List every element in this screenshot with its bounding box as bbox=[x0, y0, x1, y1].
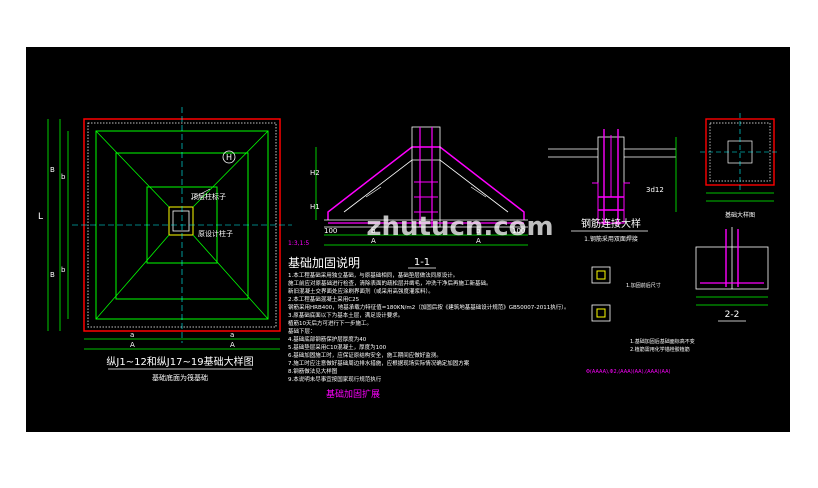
notes-item-9: 4.基础底部钢筋保护层厚度为40 bbox=[288, 335, 367, 343]
notes-item-13: 8.钢筋做法见大样图 bbox=[288, 367, 338, 375]
section11-note: 1:3,1:5 bbox=[288, 240, 309, 247]
notes-item-3: 新旧混凝土交界面处应涂刷界面剂（或采用高强度灌浆料）。 bbox=[288, 287, 434, 295]
notes-item-10: 5.基础垫层采用C10混凝土，厚度为100 bbox=[288, 343, 387, 351]
rebar-dim: 3d12 bbox=[646, 186, 664, 194]
small-plan-title: 基础大样图 bbox=[725, 211, 755, 219]
plan-dim-a-left: A bbox=[130, 341, 135, 349]
notes-item-11: 6.基础加固施工时，应保证原结构安全，施工期间应做好监测。 bbox=[288, 351, 442, 359]
section11-dim-100-left: 100 bbox=[324, 227, 337, 235]
section11-dim-100-right: 100 bbox=[512, 227, 525, 235]
rebar-title: 钢筋连接大样 bbox=[581, 217, 641, 230]
notes-item-5: 钢筋采用HRB400，地基承载力特征值=180KN/m2（加固后按《建筑地基基础… bbox=[288, 303, 570, 311]
plan-dim-b-top: B bbox=[50, 166, 55, 174]
notes-heading: 基础加固说明 bbox=[288, 255, 360, 270]
plan-label-old-column: 原设计柱子 bbox=[198, 229, 233, 238]
plan-dim-b2-top: b bbox=[61, 173, 66, 181]
plan-dim-a-right: A bbox=[230, 341, 235, 349]
notes-item-6: 3.原基础底面以下为基本土层，满足设计要求。 bbox=[288, 311, 403, 319]
plan-label-new-column: 顶层柱标子 bbox=[191, 192, 226, 201]
small-section-details: 1.加固前后尺寸 bbox=[591, 266, 661, 322]
plan-dim-b-bottom: B bbox=[50, 271, 55, 279]
section22-note-a: 1.基础加固后基础面标高不变 bbox=[630, 338, 695, 345]
plan-subtitle: 基础底面为筏基础 bbox=[152, 373, 208, 382]
rebar-connection-detail: 3d12 钢筋连接大样 1.钢筋采用双面焊接 bbox=[548, 129, 677, 243]
notes-item-12: 7.施工时应注意做好基础周边排水措施，应根据现场实际情况确定加固方案 bbox=[288, 359, 470, 367]
plan-dim-b2-bottom: b bbox=[61, 266, 66, 274]
section22-title: 2-2 bbox=[725, 310, 740, 320]
section22-note-b: 2.植筋需用化学锚栓胶植筋 bbox=[630, 346, 690, 353]
notes-item-8: 基础下层： bbox=[288, 327, 316, 335]
reinforcement-notes: 基础加固说明 1.本工程基础采用独立基础，与原基础相同，基础垫层做法同原设计。 … bbox=[288, 255, 570, 400]
plan-column-new bbox=[168, 206, 194, 236]
notes-item-7: 植筋10天后方可进行下一步施工。 bbox=[288, 319, 372, 327]
section11-dim-a-left: A bbox=[371, 237, 376, 245]
watermark-text: zhutucn.com bbox=[366, 212, 553, 242]
notes-item-4: 2.本工程基础混凝土采用C25 bbox=[288, 295, 360, 303]
notes-item-2: 施工前应对原基础进行检查，清除表面的疏松层并凿毛，冲洗干净后再施工新基础。 bbox=[288, 279, 492, 287]
cad-drawing-canvas: H 顶层柱标子 原设计柱子 L B B b b a a A A 纵J1~12和纵… bbox=[26, 47, 790, 432]
plan-circle-mark: H bbox=[226, 153, 232, 162]
small-details-note: 1.加固前后尺寸 bbox=[626, 282, 661, 289]
plan-column-old bbox=[172, 210, 190, 232]
plan-dim-a2-left: a bbox=[130, 331, 134, 339]
plan-dim-a2-right: a bbox=[230, 331, 234, 339]
section-2-2: 2-2 1.基础加固后基础面标高不变 2.植筋需用化学锚栓胶植筋 Φ(AAAA)… bbox=[586, 227, 769, 375]
small-plan-detail: 基础大样图 bbox=[700, 113, 780, 219]
cad-drawing: H 顶层柱标子 原设计柱子 L B B b b a a A A 纵J1~12和纵… bbox=[38, 107, 780, 400]
section11-dim-a-right: A bbox=[476, 237, 481, 245]
section11-dim-h2: H2 bbox=[310, 169, 320, 177]
section11-title: 1-1 bbox=[414, 257, 430, 268]
notes-item-14: 9.本说明未尽事宜按国家现行规范执行 bbox=[288, 375, 382, 383]
section11-dim-h1: H1 bbox=[310, 203, 320, 211]
notes-footer: 基础加固扩展 bbox=[326, 388, 380, 400]
plan-title: 纵J1~12和纵J17~19基础大样图 bbox=[106, 355, 253, 368]
section11-dim-b-right: b bbox=[476, 227, 481, 235]
section11-dim-b-left: b bbox=[371, 227, 376, 235]
notes-item-1: 1.本工程基础采用独立基础，与原基础相同，基础垫层做法同原设计。 bbox=[288, 271, 458, 279]
section22-note-c: Φ(AAAA),Φ2,(AAA)(AA),(AAA)(AA) bbox=[586, 369, 671, 375]
plan-side-mark: L bbox=[38, 212, 43, 222]
foundation-plan: H 顶层柱标子 原设计柱子 L B B b b a a A A 纵J1~12和纵… bbox=[38, 107, 292, 382]
rebar-subtitle: 1.钢筋采用双面焊接 bbox=[584, 235, 638, 243]
section-1-1: H2 H1 100 100 b b A A 1:3,1:5 1-1 bbox=[288, 126, 528, 269]
